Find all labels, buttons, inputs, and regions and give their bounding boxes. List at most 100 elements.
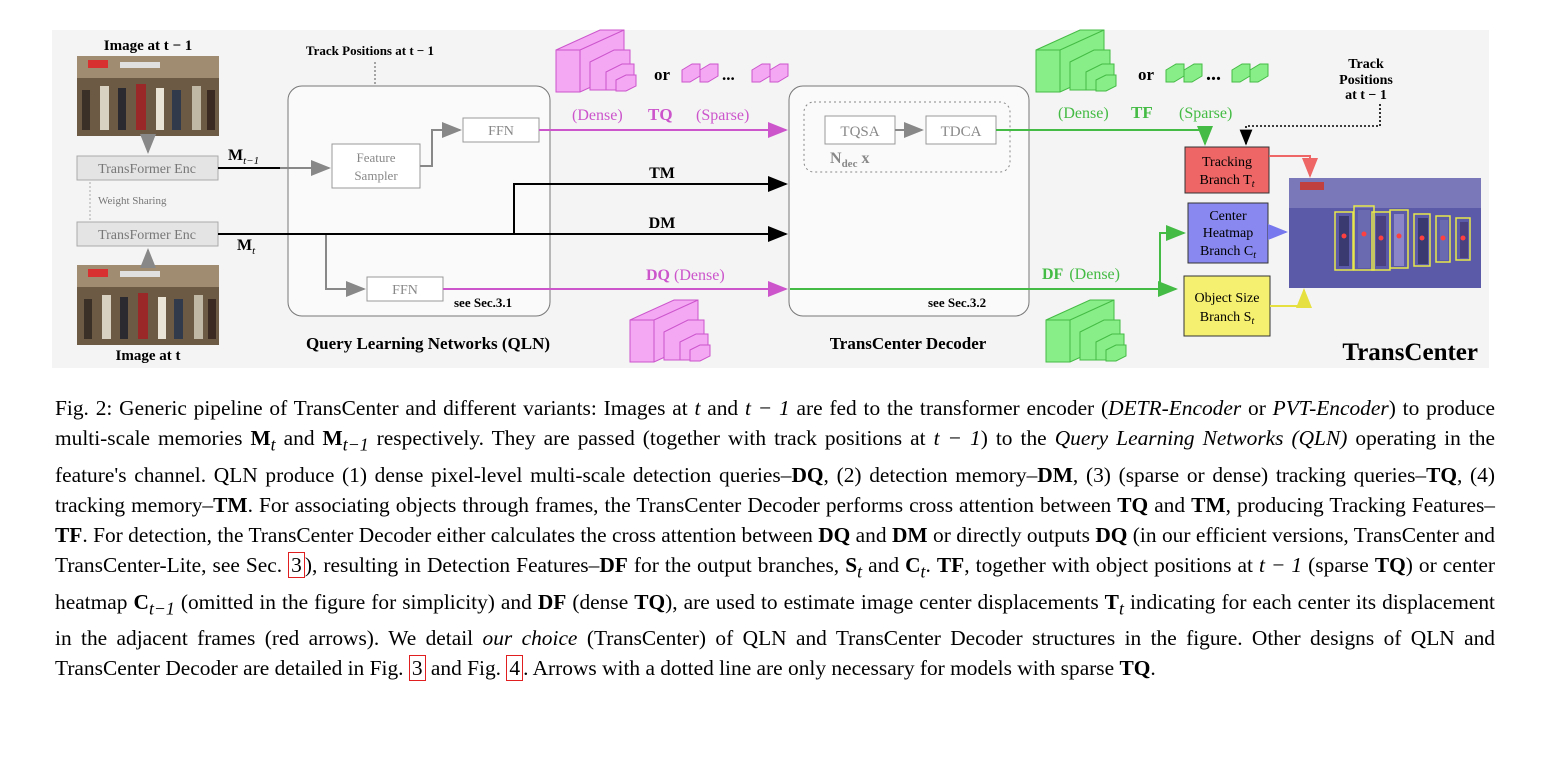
weight-sharing-label: Weight Sharing <box>98 195 167 207</box>
caption-italic: our choice <box>482 626 578 651</box>
caption-text: , (2) detection memory– <box>823 462 1038 487</box>
caption-bold: DF <box>599 553 628 578</box>
figure-ref-link[interactable]: 4 <box>506 655 524 682</box>
center-branch-box <box>1187 202 1269 264</box>
pipeline-figure: Image at t − 1 Image at t TransFormer En… <box>52 29 1489 368</box>
encoder-curr-label: TransFormer Enc <box>98 228 196 243</box>
tf-sparse-label: (Sparse) <box>1179 105 1232 122</box>
tracking-branch-line2: Branch Tt <box>1199 173 1254 190</box>
caption-text: , producing Tracking Features– <box>1225 492 1495 517</box>
m-curr-label: Mt <box>237 237 256 257</box>
caption-fig-label: Fig. 2: <box>55 396 113 420</box>
caption-bold: S <box>845 553 858 578</box>
caption-bold: TM <box>1191 492 1226 517</box>
caption-text: (in our efficient versions, TransCenter … <box>55 523 1495 578</box>
track-pos-right-line2: Positions <box>1339 73 1393 88</box>
dm-label: DM <box>649 215 676 232</box>
caption-bold: M <box>322 426 343 451</box>
caption-math: t − 1 <box>744 396 790 420</box>
caption-text: ), are used to estimate image center dis… <box>665 589 1105 614</box>
caption-bold: TQ <box>1117 492 1149 517</box>
center-branch-line1: Center <box>1209 209 1247 224</box>
caption-subscript: t <box>1118 598 1124 619</box>
caption-text: ) to the <box>980 426 1055 451</box>
caption-bold: DM <box>891 523 928 548</box>
caption-text: . For detection, the TransCenter Decoder… <box>82 523 819 548</box>
caption-subscript: t−1 <box>342 434 369 455</box>
caption-text: or directly outputs <box>927 523 1096 548</box>
caption-math: t <box>694 396 701 420</box>
size-branch-line2: Branch St <box>1200 310 1255 327</box>
tq-dense-feature-cubes <box>555 29 637 93</box>
caption-bold: DQ <box>791 462 824 487</box>
figure-caption: Fig. 2: Generic pipeline of TransCenter … <box>55 393 1495 684</box>
caption-text: . For associating objects through frames… <box>247 492 1118 517</box>
see-sec32: see Sec.3.2 <box>928 295 986 310</box>
track-pos-right-line3: at t − 1 <box>1345 88 1387 103</box>
dots-tq: ... <box>722 65 735 84</box>
caption-text: Generic pipeline of TransCenter and diff… <box>112 396 695 420</box>
ffn-top-label: FFN <box>488 124 514 139</box>
tq-sparse-label: (Sparse) <box>696 107 749 124</box>
feature-sampler-line1: Feature <box>357 150 396 165</box>
df-dense-feature-cubes <box>1045 299 1127 363</box>
encoder-prev-box <box>76 155 219 181</box>
tq-dense-label: (Dense) <box>572 107 623 124</box>
caption-bold: C <box>133 589 149 614</box>
caption-text: respectively. They are passed (together … <box>368 426 934 451</box>
center-branch-line3: Branch Ct <box>1200 244 1256 261</box>
caption-text: (sparse <box>1302 553 1375 578</box>
caption-text: and <box>700 396 745 420</box>
caption-bold: DQ <box>1095 523 1128 548</box>
caption-text: ) or center heatmap <box>55 553 1496 614</box>
caption-bold: DF <box>537 589 567 614</box>
track-positions-top-label: Track Positions at t − 1 <box>306 43 434 58</box>
tqsa-label: TQSA <box>840 124 879 140</box>
image-curr-thumbnail <box>77 265 219 345</box>
caption-text: , (4) tracking memory– <box>55 462 1495 517</box>
decoder-title: TransCenter Decoder <box>830 334 987 353</box>
tq-label: TQ <box>648 105 673 124</box>
ffn-top-box <box>462 117 540 143</box>
tf-dense-feature-cubes <box>1035 29 1117 93</box>
tf-label: TF <box>1131 103 1153 122</box>
caption-subscript: t−1 <box>148 598 175 619</box>
caption-italic: PVT-Encoder <box>1272 396 1389 420</box>
or-label-tf: or <box>1138 65 1155 84</box>
tracking-branch-line1: Tracking <box>1202 155 1252 170</box>
feature-sampler-box <box>331 143 421 189</box>
figure-ref-link[interactable]: 3 <box>408 655 426 682</box>
transcenter-label: TransCenter <box>1342 339 1478 366</box>
caption-text: and <box>862 553 906 578</box>
caption-subscript: t <box>270 434 276 455</box>
see-sec31: see Sec.3.1 <box>454 295 512 310</box>
encoder-curr-box <box>76 221 219 247</box>
caption-text: ) to produce multi-scale memories <box>55 396 1495 451</box>
caption-text: . Arrows with a dotted line are only nec… <box>523 656 1120 681</box>
caption-text: . <box>925 553 937 578</box>
section-ref-link[interactable]: 3 <box>288 552 305 579</box>
image-prev-label: Image at t − 1 <box>104 38 193 54</box>
caption-bold: TF <box>55 523 83 548</box>
tdca-box <box>925 115 997 145</box>
caption-text: operating in the feature's channel. QLN … <box>55 426 1495 487</box>
caption-math: t − 1 <box>933 426 981 451</box>
caption-text: and <box>1148 492 1192 517</box>
output-tracking-image <box>1289 178 1481 288</box>
caption-bold: T <box>1104 589 1119 614</box>
tm-label: TM <box>649 165 675 182</box>
tdca-label: TDCA <box>941 124 982 140</box>
center-branch-line2: Heatmap <box>1203 226 1254 241</box>
image-prev-thumbnail <box>77 56 219 136</box>
caption-text: for the output branches, <box>627 553 846 578</box>
decoder-layers-group <box>803 101 1011 173</box>
caption-bold: TF <box>936 553 965 578</box>
dots-tf: ... <box>1206 63 1221 85</box>
encoder-prev-label: TransFormer Enc <box>98 162 196 177</box>
caption-text: , (3) (sparse or dense) tracking queries… <box>1072 462 1427 487</box>
dq-dense-feature-cubes <box>629 299 711 363</box>
ffn-bottom-label: FFN <box>392 283 418 298</box>
tf-sparse-feature-cubes <box>1165 63 1269 83</box>
caption-text: or <box>1241 396 1273 420</box>
